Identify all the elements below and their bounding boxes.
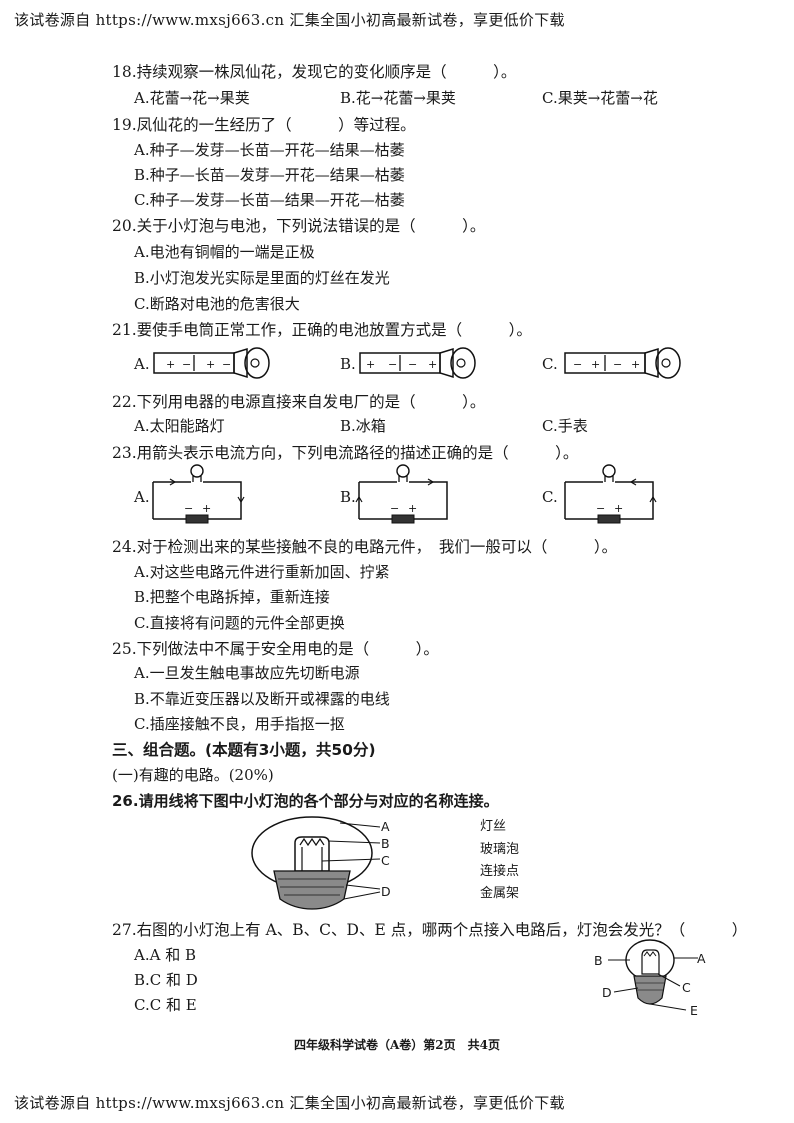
question-23-stem: 23.用箭头表示电流方向，下列电流路径的描述正确的是（ ）。: [112, 444, 579, 462]
question-23-option-c: C.: [542, 488, 558, 506]
question-21-stem: 21.要使手电筒正常工作，正确的电池放置方式是（ ）。: [112, 321, 532, 339]
question-19-option-a: A.种子—发芽—长苗—开花—结果—枯萎: [134, 141, 405, 159]
circuit-option-b-figure: − +: [355, 464, 448, 524]
bulb-label-a: A: [381, 819, 390, 834]
question-20-option-b: B.小灯泡发光实际是里面的灯丝在发光: [134, 269, 390, 287]
part-name-glass-bulb: 玻璃泡: [480, 842, 520, 857]
question-21-option-c: C.: [542, 355, 558, 373]
battery-mark: +: [202, 502, 211, 515]
page-footer: 四年级科学试卷（A卷）第2页 共4页: [293, 1038, 500, 1052]
question-24-option-b: B.把整个电路拆掉，重新连接: [134, 588, 330, 606]
section-3-part-1-title: (一)有趣的电路。(20%): [112, 766, 274, 784]
flashlight-option-c-figure: − + − +: [564, 347, 681, 379]
question-22-option-a: A.太阳能路灯: [134, 417, 225, 435]
battery-mark: −: [408, 358, 417, 371]
bulb-label-b: B: [381, 836, 390, 851]
flashlight-option-a-figure: + − + −: [153, 347, 270, 379]
battery-mark: +: [614, 502, 623, 515]
battery-mark: −: [613, 358, 622, 371]
question-20-option-a: A.电池有铜帽的一端是正极: [134, 243, 315, 261]
question-20-option-c: C.断路对电池的危害很大: [134, 295, 300, 313]
bulb-label-d: D: [381, 884, 391, 899]
battery-mark: +: [206, 358, 215, 371]
question-27-option-b: B.C 和 D: [134, 971, 198, 989]
question-27-option-a: A.A 和 B: [134, 946, 196, 964]
question-22-stem: 22.下列用电器的电源直接来自发电厂的是（ ）。: [112, 393, 486, 411]
question-26-stem: 26.请用线将下图中小灯泡的各个部分与对应的名称连接。: [112, 792, 499, 810]
small-bulb-label-c: C: [682, 980, 691, 995]
circuit-option-a-figure: − +: [152, 464, 245, 524]
source-banner-bottom: 该试卷源自 https://www.mxsj663.cn 汇集全国小初高最新试卷…: [14, 1094, 565, 1112]
question-25-option-c: C.插座接触不良，用手指抠一抠: [134, 715, 345, 733]
battery-mark: +: [631, 358, 640, 371]
question-18-option-a: A.花蕾→花→果荚: [134, 89, 250, 107]
battery-mark: +: [591, 358, 600, 371]
battery-mark: −: [390, 502, 399, 515]
question-21-option-b: B.: [340, 355, 356, 373]
question-23-option-b: B.: [340, 488, 356, 506]
small-bulb-label-a: A: [697, 951, 706, 966]
part-name-metal-frame: 金属架: [480, 886, 520, 901]
question-22-option-b: B.冰箱: [340, 417, 386, 435]
battery-mark: +: [166, 358, 175, 371]
light-bulb-diagram-small: [608, 939, 698, 1011]
circuit-option-c-figure: − +: [564, 464, 657, 524]
question-21-option-a: A.: [134, 355, 150, 373]
question-19-option-c: C.种子—发芽—长苗—结果—开花—枯萎: [134, 191, 405, 209]
question-18-stem: 18.持续观察一株凤仙花，发现它的变化顺序是（ ）。: [112, 63, 517, 81]
flashlight-option-b-figure: + − − +: [359, 347, 476, 379]
question-25-option-a: A.一旦发生触电事故应先切断电源: [134, 664, 360, 682]
small-bulb-label-e: E: [690, 1003, 698, 1018]
question-24-option-a: A.对这些电路元件进行重新加固、拧紧: [134, 563, 390, 581]
battery-mark: +: [366, 358, 375, 371]
question-24-option-c: C.直接将有问题的元件全部更换: [134, 614, 345, 632]
question-18-option-c: C.果荚→花蕾→花: [542, 89, 658, 107]
source-banner-top: 该试卷源自 https://www.mxsj663.cn 汇集全国小初高最新试卷…: [14, 11, 565, 29]
question-25-option-b: B.不靠近变压器以及断开或裸露的电线: [134, 690, 390, 708]
battery-mark: −: [222, 358, 231, 371]
small-bulb-label-d: D: [602, 985, 612, 1000]
battery-mark: +: [408, 502, 417, 515]
question-22-option-c: C.手表: [542, 417, 588, 435]
battery-mark: −: [182, 358, 191, 371]
battery-mark: −: [573, 358, 582, 371]
bulb-label-c: C: [381, 853, 390, 868]
question-25-stem: 25.下列做法中不属于安全用电的是（ ）。: [112, 640, 439, 658]
light-bulb-diagram-large: [251, 816, 381, 910]
battery-mark: −: [184, 502, 193, 515]
part-name-connection-point: 连接点: [480, 864, 520, 879]
battery-mark: −: [388, 358, 397, 371]
question-19-option-b: B.种子—长苗—发芽—开花—结果—枯萎: [134, 166, 405, 184]
small-bulb-label-b: B: [594, 953, 603, 968]
question-23-option-a: A.: [134, 488, 150, 506]
question-24-stem: 24.对于检测出来的某些接触不良的电路元件， 我们一般可以（ ）。: [112, 538, 618, 556]
question-27-option-c: C.C 和 E: [134, 996, 197, 1014]
part-name-filament: 灯丝: [480, 819, 507, 834]
question-27-stem: 27.右图的小灯泡上有 A、B、C、D、E 点，哪两个点接入电路后，灯泡会发光？…: [112, 921, 748, 939]
battery-mark: +: [428, 358, 437, 371]
battery-mark: −: [596, 502, 605, 515]
question-20-stem: 20.关于小灯泡与电池，下列说法错误的是（ ）。: [112, 217, 486, 235]
question-18-option-b: B.花→花蕾→果荚: [340, 89, 456, 107]
question-19-stem: 19.凤仙花的一生经历了（ ）等过程。: [112, 116, 416, 134]
section-3-title: 三、组合题。(本题有3小题，共50分): [112, 741, 376, 759]
